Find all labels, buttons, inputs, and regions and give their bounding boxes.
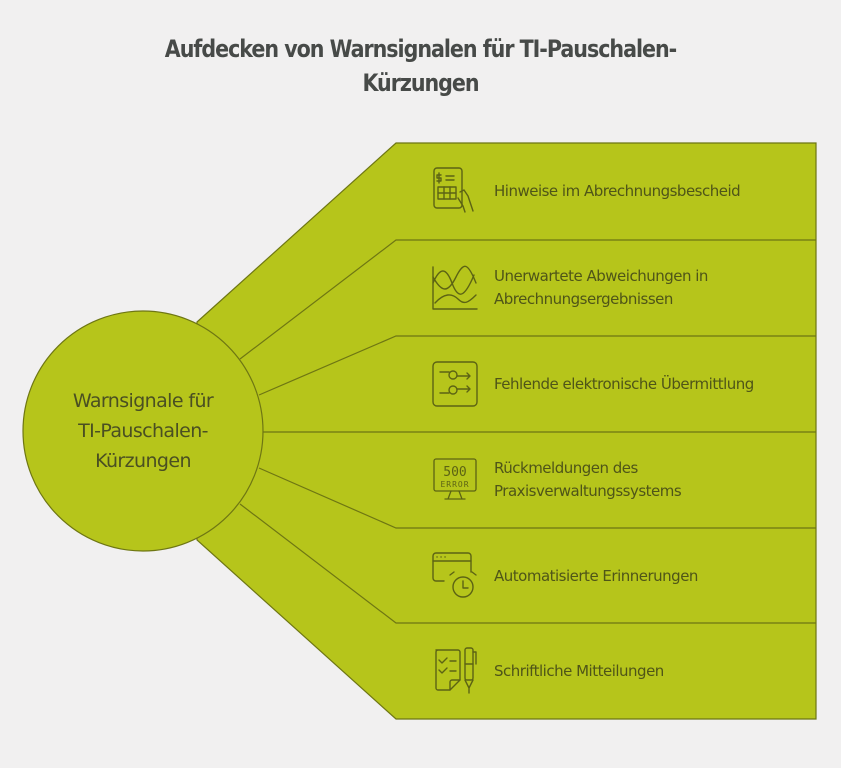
invoice-hand-icon bbox=[433, 167, 474, 213]
label-line: Automatisierte Erinnerungen bbox=[494, 566, 698, 585]
wave-chart-icon bbox=[432, 265, 478, 310]
label-line: Abrechnungsergebnissen bbox=[494, 290, 673, 308]
icon-text-error: ERROR bbox=[440, 480, 469, 489]
warning-item-label: Hinweise im Abrechnungsbescheid bbox=[494, 143, 794, 239]
center-label-line-2: TI-Pauschalen- bbox=[78, 420, 208, 442]
error-500-monitor-icon: 500 ERROR bbox=[433, 458, 477, 500]
warning-item-label: Automatisierte Erinnerungen bbox=[494, 528, 794, 624]
label-line: Unerwartete Abweichungen in bbox=[494, 267, 708, 285]
warning-item-label: Fehlende elektronische Übermittlung bbox=[494, 336, 794, 432]
browser-alarm-clock-icon bbox=[432, 552, 477, 598]
warning-item-label: Schriftliche Mitteilungen bbox=[494, 623, 794, 719]
label-line: Praxisverwaltungssystems bbox=[494, 482, 682, 500]
label-line: Rückmeldungen des bbox=[494, 459, 638, 477]
warning-item-3: Fehlende elektronische Übermittlung bbox=[396, 336, 816, 432]
label-line: Schriftliche Mitteilungen bbox=[494, 661, 664, 680]
warning-item-6: Schriftliche Mitteilungen bbox=[396, 623, 816, 719]
warning-item-5: Automatisierte Erinnerungen bbox=[396, 528, 816, 624]
center-label-line-3: Kürzungen bbox=[95, 450, 191, 472]
warning-item-4: 500 ERROR Rückmeldungen des Praxisverwal… bbox=[396, 432, 816, 528]
center-circle bbox=[22, 310, 264, 552]
icon-text-500: 500 bbox=[443, 465, 466, 480]
warning-item-label: Unerwartete Abweichungen in Abrechnungse… bbox=[494, 240, 794, 336]
fan-shape bbox=[196, 142, 817, 720]
title-line-1: Aufdecken von Warnsignalen für TI-Pausch… bbox=[164, 35, 677, 63]
divider-lines bbox=[239, 239, 816, 624]
warning-item-label: Rückmeldungen des Praxisverwaltungssyste… bbox=[494, 432, 794, 528]
title-line-2: Kürzungen bbox=[362, 69, 479, 97]
warning-item-2: Unerwartete Abweichungen in Abrechnungse… bbox=[396, 240, 816, 336]
checklist-pen-icon bbox=[435, 647, 477, 694]
warning-item-1: Hinweise im Abrechnungsbescheid bbox=[396, 143, 816, 239]
center-label: Warnsignale für TI-Pauschalen- Kürzungen bbox=[38, 386, 248, 476]
label-line: Fehlende elektronische Übermittlung bbox=[494, 374, 754, 393]
page-title: Aufdecken von Warnsignalen für TI-Pausch… bbox=[59, 32, 782, 100]
transfer-arrows-icon bbox=[432, 361, 478, 407]
label-line: Hinweise im Abrechnungsbescheid bbox=[494, 181, 741, 200]
center-label-line-1: Warnsignale für bbox=[72, 390, 214, 412]
